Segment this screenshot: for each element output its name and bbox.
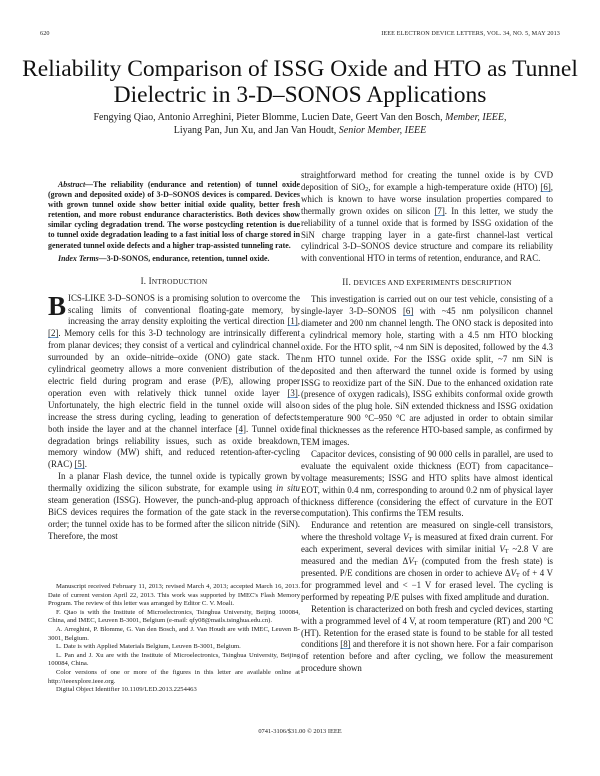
devices-paragraph-1: This investigation is carried out on our… (301, 294, 553, 448)
author-list: Fengying Qiao, Antonio Arreghini, Pieter… (20, 112, 580, 137)
footnote-affiliation: A. Arreghini, P. Blomme, G. Van den Bosc… (48, 625, 300, 642)
left-column: Abstract—The reliability (endurance and … (48, 180, 300, 543)
citation-link[interactable]: [4] (235, 423, 246, 434)
author-role-1: Member, IEEE, (445, 112, 507, 123)
citation-link[interactable]: [6] (540, 181, 551, 192)
footnote-color-versions: Color versions of one or more of the fig… (48, 668, 300, 685)
footnote-doi: Digital Object Identifier 10.1109/LED.20… (56, 686, 197, 694)
author-role-2: Senior Member, IEEE (338, 124, 427, 136)
footnote-affiliation: L. Date is with Applied Materials Belgiu… (56, 643, 241, 651)
citation-link[interactable]: [5] (74, 459, 85, 470)
citation-link[interactable]: [6] (402, 306, 414, 317)
right-column: straightforward method for creating the … (301, 170, 553, 675)
authors-line-2: Liyang Pan, Jun Xu, and Jan Van Houdt, (173, 124, 337, 136)
citation-link[interactable]: [7] (434, 205, 445, 216)
citation-link[interactable]: [1] (287, 316, 298, 327)
footnote-affiliation: L. Pan and J. Xu are with the Institute … (48, 651, 300, 668)
intro-paragraph-2: In a planar Flash device, the tunnel oxi… (48, 471, 300, 541)
section-heading-introduction: I. INTRODUCTION (140, 275, 208, 286)
abstract-label: Abstract— (58, 180, 94, 189)
drop-cap: B (48, 290, 67, 321)
abstract-text: The reliability (endurance and retention… (48, 180, 300, 250)
section-heading-devices: II. DEVICES AND EXPERIMENTS DESCRIPTION (342, 277, 512, 288)
footnote-affiliation: F. Qiao is with the Institute of Microel… (48, 608, 300, 625)
index-terms-text: 3-D-SONOS, endurance, retention, tunnel … (106, 253, 270, 263)
devices-paragraph-4: Retention is characterized on both fresh… (301, 603, 554, 674)
devices-paragraph-3: Endurance and retention are measured on … (301, 520, 553, 602)
page-number: 620 (40, 30, 50, 37)
journal-citation: IEEE ELECTRON DEVICE LETTERS, VOL. 34, N… (381, 30, 560, 37)
copyright-line: 0741-3106/$31.00 © 2013 IEEE (258, 728, 342, 735)
index-terms-label: Index Terms— (58, 253, 107, 263)
footnotes: Manuscript received February 11, 2013; r… (48, 583, 300, 695)
running-header: 620 IEEE ELECTRON DEVICE LETTERS, VOL. 3… (40, 30, 560, 42)
citation-link[interactable]: [3] (287, 387, 298, 398)
paper-title: Reliability Comparison of ISSG Oxide and… (22, 56, 578, 108)
authors-line-1: Fengying Qiao, Antonio Arreghini, Pieter… (93, 112, 443, 123)
citation-link[interactable]: [8] (340, 639, 351, 650)
citation-link[interactable]: [2] (48, 328, 59, 339)
abstract: Abstract—The reliability (endurance and … (48, 180, 300, 264)
intro-paragraph-3: straightforward method for creating the … (301, 170, 553, 264)
footnote-manuscript: Manuscript received February 11, 2013; r… (48, 583, 300, 608)
devices-paragraph-2: Capacitor devices, consisting of 90 000 … (301, 448, 553, 519)
